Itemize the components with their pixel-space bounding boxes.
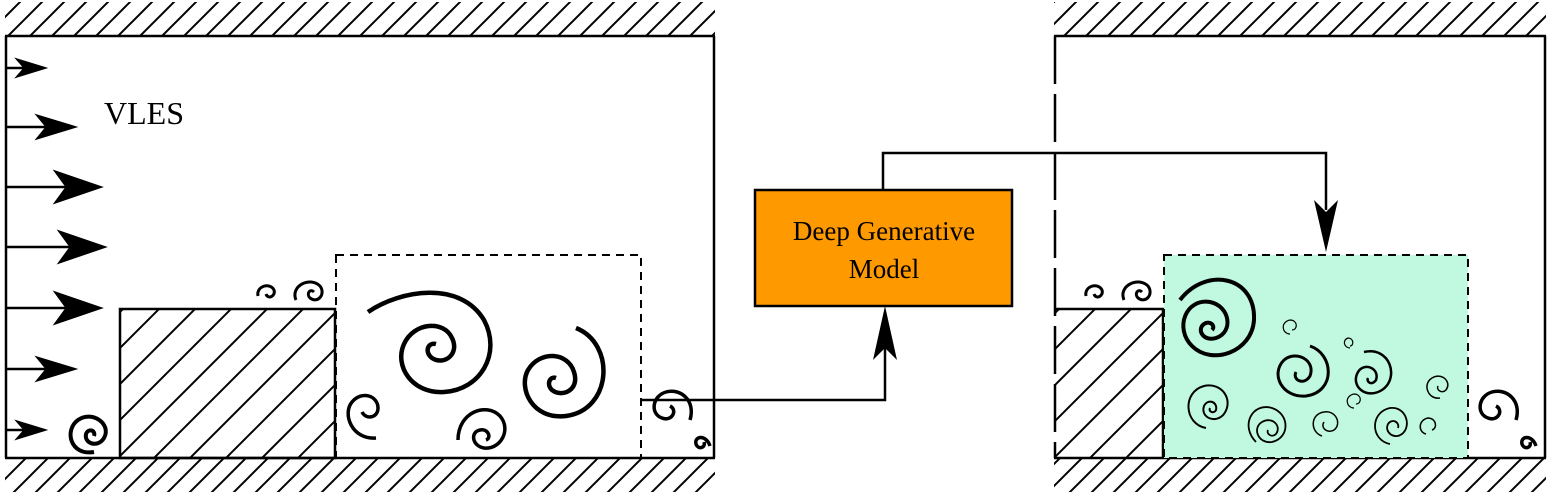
eddy-icon bbox=[346, 393, 380, 440]
right-panel bbox=[1053, 2, 1547, 492]
generation-line bbox=[881, 151, 1328, 210]
eddy-icon bbox=[652, 389, 712, 450]
left-eddies bbox=[68, 280, 712, 455]
inflow-arrows bbox=[6, 57, 108, 441]
inflow-arrow bbox=[6, 113, 79, 141]
eddy-icon bbox=[1247, 406, 1287, 443]
left-panel: VLES bbox=[4, 2, 897, 492]
eddy-icon bbox=[1478, 389, 1538, 450]
right-top-wall bbox=[1054, 2, 1546, 38]
eddy-icon bbox=[1312, 411, 1339, 437]
eddy-icon bbox=[1419, 417, 1437, 435]
right-bottom-wall bbox=[1054, 456, 1546, 492]
right-eddies bbox=[1084, 277, 1538, 450]
eddy-icon bbox=[1354, 350, 1393, 395]
model-label-line1: Deep Generative bbox=[793, 216, 975, 246]
inflow-arrow bbox=[6, 419, 49, 441]
step-block bbox=[118, 307, 337, 460]
eddy-icon bbox=[1187, 384, 1229, 429]
eddy-icon bbox=[366, 290, 493, 395]
generation-arrow-head bbox=[1314, 200, 1338, 252]
extraction-line bbox=[641, 346, 887, 402]
eddy-icon bbox=[68, 414, 108, 455]
eddy-icon bbox=[1282, 319, 1361, 409]
eddy-icon bbox=[1276, 344, 1330, 398]
eddy-icon bbox=[1084, 280, 1152, 302]
inflow-arrow bbox=[6, 57, 49, 79]
eddy-icon bbox=[1374, 407, 1408, 445]
inflow-arrow bbox=[6, 229, 108, 265]
wake-region-dashed bbox=[335, 254, 642, 459]
right-step-block bbox=[1055, 307, 1165, 458]
eddy-icon bbox=[256, 280, 324, 302]
left-top-wall bbox=[5, 2, 715, 38]
eddy-icon bbox=[456, 408, 507, 450]
inflow-arrow bbox=[6, 290, 104, 326]
eddy-icon bbox=[1426, 375, 1449, 399]
extraction-arrow-head bbox=[873, 306, 897, 360]
model-label-line2: Model bbox=[849, 254, 920, 284]
deep-generative-model-box: Deep Generative Model bbox=[753, 188, 1014, 308]
left-bottom-wall bbox=[5, 456, 715, 492]
inflow-arrow bbox=[6, 169, 104, 205]
vles-label: VLES bbox=[104, 95, 184, 131]
inflow-arrow bbox=[6, 355, 79, 383]
eddy-icon bbox=[1178, 277, 1257, 358]
eddy-icon bbox=[522, 325, 606, 419]
